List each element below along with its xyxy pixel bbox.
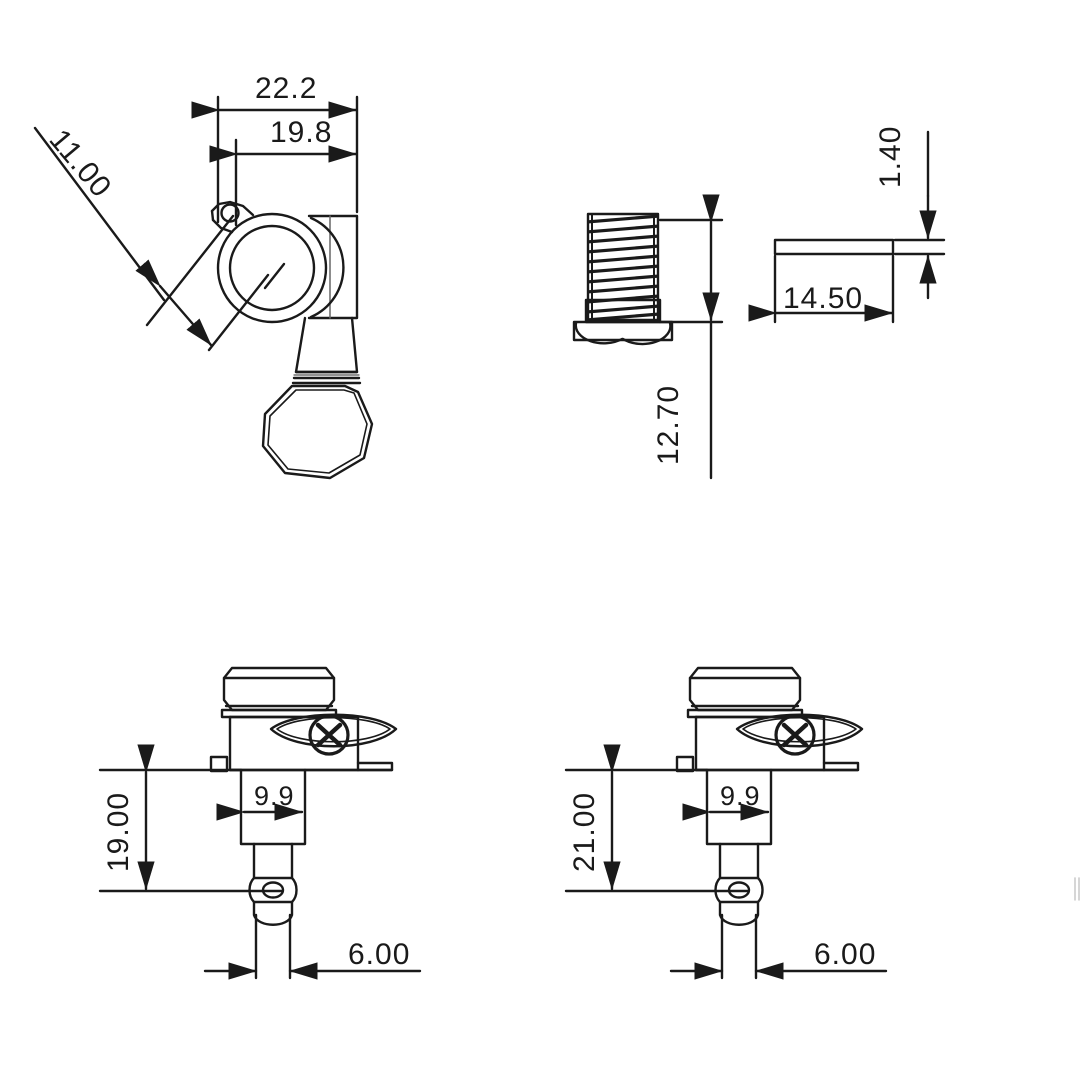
view-front-tall [564,666,888,980]
dimension-11-00 [33,126,270,352]
dimension-label-9-9-tall: 9.9 [720,781,761,811]
tuner-housing-plan [210,200,374,480]
dimension-12-70 [658,194,724,480]
dimension-label-19-00: 19.00 [102,792,135,872]
dimension-19-8 [209,138,358,227]
dimension-label-6-00-tall: 6.00 [814,938,876,971]
view-bushing [572,194,724,480]
tuner-front-body-tall [675,666,864,980]
dimension-1-40 [893,130,946,300]
dimension-label-1-40: 1.40 [874,126,907,188]
view-front-short [98,666,422,980]
tuner-front-body-short [209,666,398,980]
bushing-body [572,212,674,346]
dimension-label-9-9-short: 9.9 [254,781,295,811]
washer-body [773,238,895,256]
dimension-19-00 [98,744,266,893]
dimension-label-22-2: 22.2 [255,72,317,105]
dimension-label-11-00: 11.00 [43,123,118,204]
dimension-21-00 [564,744,732,893]
dimension-label-21-00: 21.00 [568,792,601,872]
view-top-plan [33,95,374,480]
dimension-label-12-70: 12.70 [652,385,685,465]
edge-artifact [1074,877,1080,901]
view-washer [748,130,946,324]
dimension-14-50 [748,254,895,324]
dimension-label-6-00-short: 6.00 [348,938,410,971]
dimension-label-19-8: 19.8 [270,116,332,149]
dimension-label-14-50: 14.50 [783,282,863,315]
